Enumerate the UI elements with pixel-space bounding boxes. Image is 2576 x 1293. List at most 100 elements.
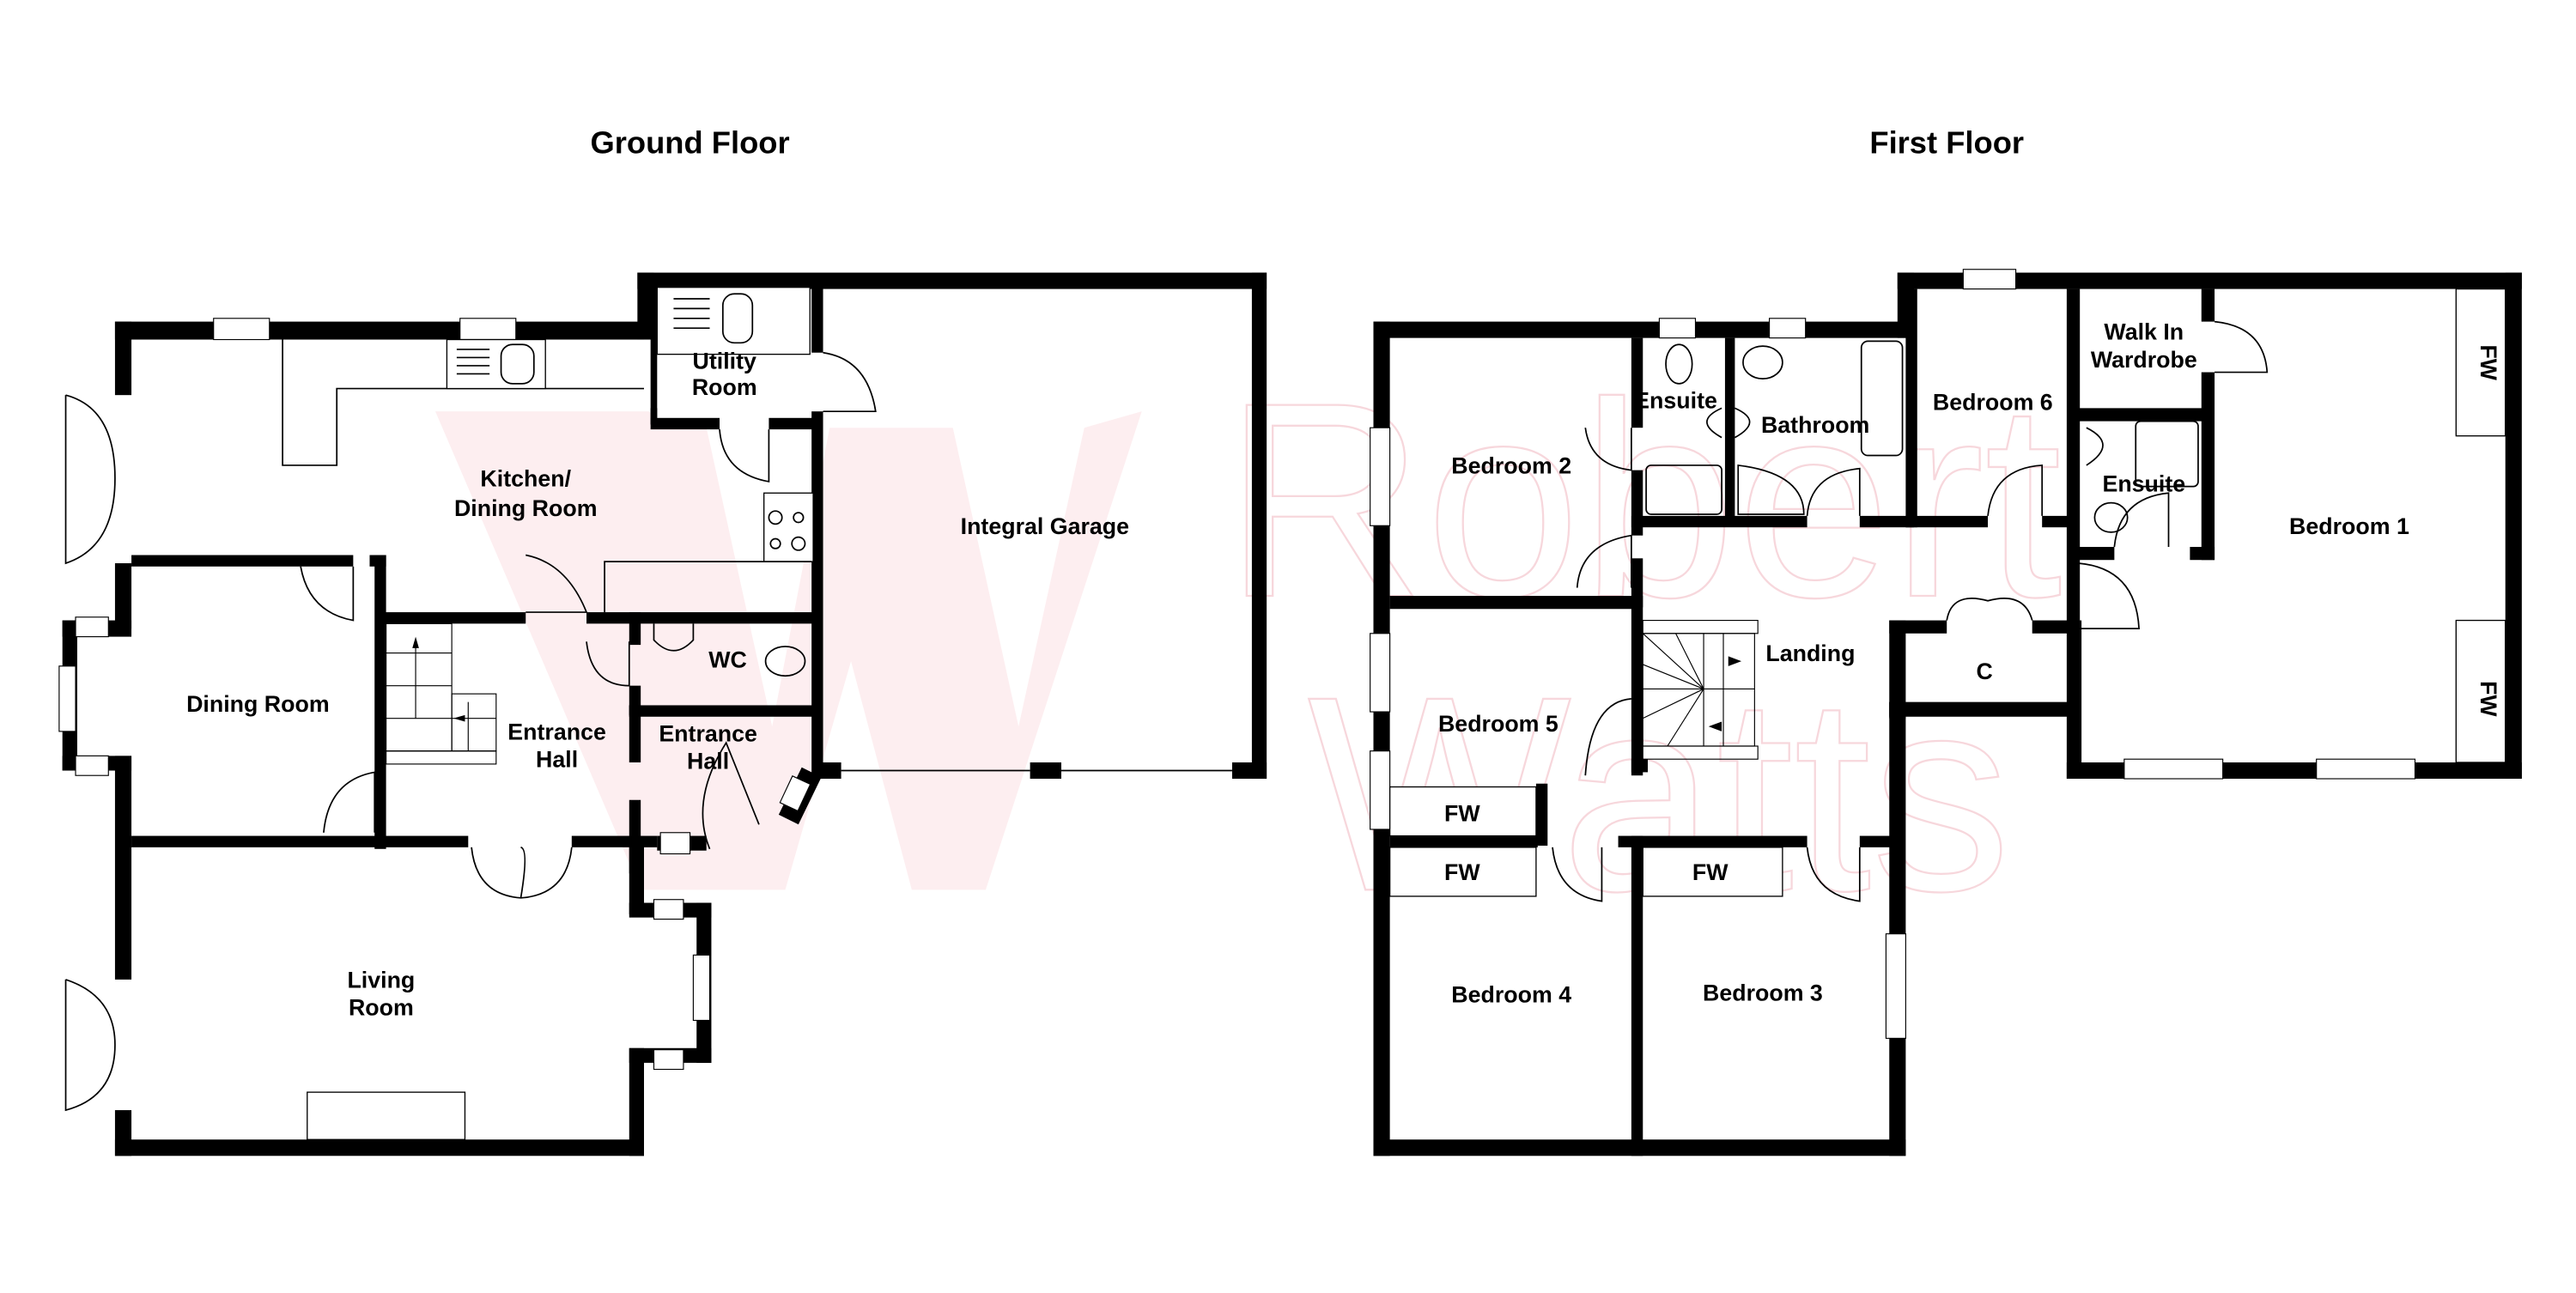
cupboard-doors[interactable] [1946,598,2033,621]
gf-wc-bottom-wall [629,705,822,717]
room-label-utility: Utility [693,349,757,374]
door-ensuite-bed1[interactable] [2113,492,2170,548]
door-bedroom1[interactable] [2078,562,2140,629]
gf-utility-bottom-wall [650,417,720,430]
window [653,899,684,920]
ff-bed6-right-wall [2066,288,2081,632]
window [653,1049,684,1071]
gf-utility-left-wall [637,272,654,340]
gf-dining-right-wall [374,555,386,849]
fitted-wardrobe [1642,847,1783,897]
ff-left-wall [1373,321,1390,1156]
ground-floor-stairs [386,622,497,765]
ff-top-wall-right [1897,272,2522,289]
toilet-icon [764,646,806,677]
door-walkin-wardrobe[interactable] [2214,320,2269,373]
room-label-bedroom5: Bedroom 5 [1438,711,1558,737]
kitchen-sink-unit [446,338,546,390]
door-dining-hall[interactable] [323,771,376,833]
room-label-ensuite: Ensuite [1634,387,1717,413]
ff-right-wall [2505,272,2522,780]
door-bedroom3[interactable] [1806,847,1861,902]
shower-icon [1737,464,1805,515]
first-floor-title: First Floor [1869,125,2024,161]
room-label-utility: Room [692,374,757,400]
door-utility-garage[interactable] [823,351,877,413]
basin-icon [1734,407,1751,439]
room-label-garage: Integral Garage [961,513,1129,539]
fw-label: FW [1444,859,1480,885]
ground-floor-plan: Kitchen/ Dining Room Utility Room Integr… [58,272,1267,1156]
room-label-bathroom: Bathroom [1761,412,1869,438]
hob-icon [762,492,814,562]
window [2123,758,2224,780]
door-utility[interactable] [719,429,770,483]
utility-sink-icon [673,293,754,344]
first-floor-plan: Bedroom 2 Ensuite Bathroom Bedroom 6 Wal… [1370,269,2522,1156]
room-label-entrance-hall: Hall [536,747,578,773]
window [75,616,109,638]
gf-utility-inner-left [650,287,658,425]
door-ensuite[interactable] [1584,428,1632,471]
watermark-robert: Robert [1224,344,2063,655]
room-label-living: Room [349,995,414,1021]
gf-top-wall [114,321,644,340]
room-label-kitchen: Kitchen/ [480,466,571,492]
kitchen-worktop [282,339,644,466]
gf-utility-right-wall [811,287,823,353]
room-label-dining: Dining Room [186,691,330,717]
gf-hall-top-wall [382,612,526,624]
french-doors-kitchen[interactable] [64,394,116,565]
french-doors-living[interactable] [471,847,573,899]
door-kitchen-hall[interactable] [526,554,588,613]
room-label-wc: WC [708,647,747,673]
fitted-wardrobe [2455,288,2506,437]
door-wc[interactable] [586,641,630,687]
front-door[interactable] [702,741,760,850]
room-label-cupboard: C [1977,659,1993,684]
window [1962,269,2017,290]
basin-icon [653,623,695,652]
toilet-icon [1665,343,1693,385]
door-bedroom5[interactable] [1584,697,1631,776]
door-bedroom6[interactable] [1987,464,2044,516]
french-doors-living-garden[interactable] [64,979,116,1112]
window [2316,758,2416,780]
room-label-bedroom6: Bedroom 6 [1933,389,2053,415]
door-bedroom2[interactable] [1576,534,1632,588]
fitted-wardrobe [1388,786,1537,837]
sink-icon [456,343,535,385]
ff-wardrobe-bottom [2078,408,2210,422]
gf-garage-top-wall [637,272,1267,289]
window [1370,427,1391,526]
window [1370,750,1391,830]
room-label-entrance-hall-2: Entrance [659,720,757,746]
basin-icon [2086,427,2104,466]
room-label-bedroom2: Bedroom 2 [1451,453,1571,479]
window [1370,633,1391,713]
door-bathroom[interactable] [1806,467,1861,516]
door-dining[interactable] [300,566,355,622]
door-bedroom4[interactable] [1552,847,1603,902]
room-label-entrance-hall: Entrance [507,719,606,744]
window [659,832,691,855]
room-label-bedroom3: Bedroom 3 [1703,980,1823,1006]
room-label-landing: Landing [1765,640,1855,666]
window [692,954,711,1022]
window [58,665,76,732]
window [75,755,109,776]
window [779,775,811,812]
window [213,318,270,341]
fw-label: FW [1692,859,1728,885]
ff-bathroom-bottom [1631,515,1807,528]
gf-garage-right-wall [1251,272,1267,780]
window [459,318,517,341]
utility-worktop [656,287,811,355]
shower-icon [1645,464,1722,515]
ff-cupboard-bottom [1889,701,2079,717]
fw-label: FW [2476,344,2501,380]
room-label-bedroom1: Bedroom 1 [2289,513,2409,539]
fitted-wardrobe [1388,847,1537,897]
room-label-living: Living [347,967,415,993]
